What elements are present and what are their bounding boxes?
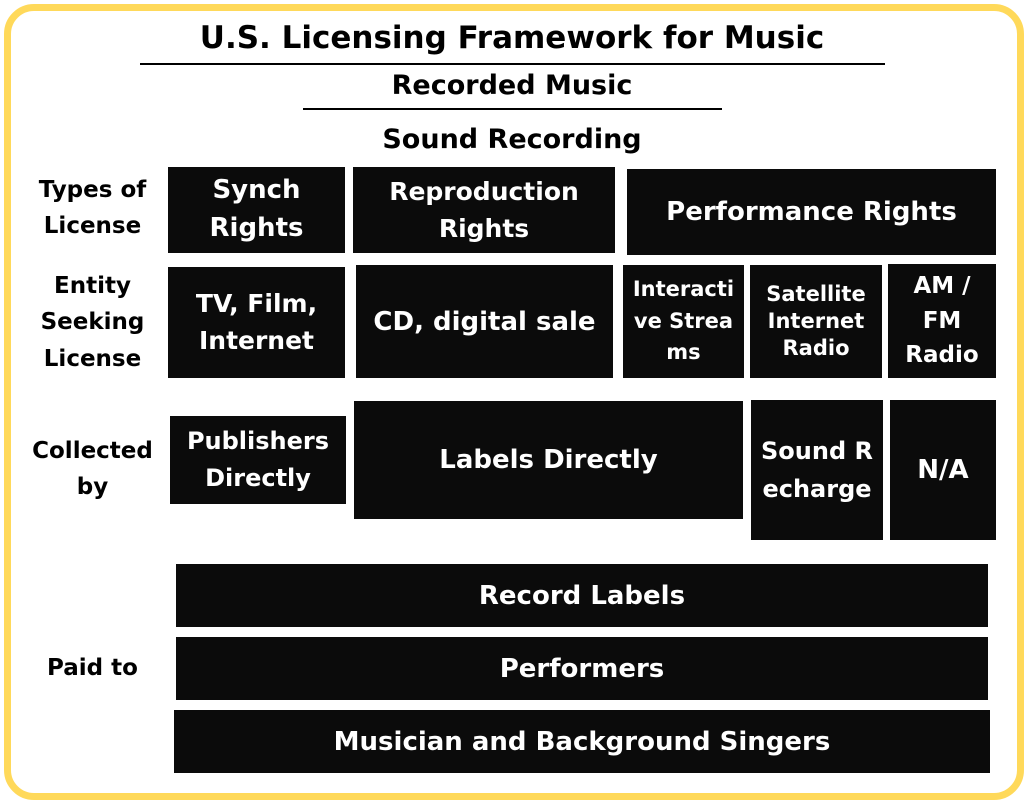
reproduction-rights-box: Reproduction Rights <box>353 167 615 253</box>
musicians-label: Musician and Background Singers <box>333 726 831 757</box>
na-label: N/A <box>917 455 969 485</box>
section-title: Sound Recording <box>382 124 642 155</box>
labels-directly-label: Labels Directly <box>439 445 658 475</box>
record-labels-box: Record Labels <box>176 564 988 627</box>
am-fm-radio-box: AM / FM Radio <box>888 264 996 378</box>
performance-rights-label: Performance Rights <box>666 197 957 227</box>
satellite-internet-radio-box: Satellite Internet Radio <box>750 265 882 378</box>
publishers-directly-label: Publishers Directly <box>186 426 330 492</box>
row-label-types: Types of License <box>38 177 147 240</box>
row-label-collected: Collected by <box>32 438 153 501</box>
musicians-box: Musician and Background Singers <box>174 710 990 773</box>
performers-label: Performers <box>499 653 665 684</box>
sound-recharge-label: Sound Recharge <box>761 436 873 503</box>
subtitle-rule <box>303 108 722 110</box>
main-title: U.S. Licensing Framework for Music <box>199 20 825 56</box>
interactive-streams-label: Interactive Streams <box>632 277 735 365</box>
synch-rights-label: Synch Rights <box>209 175 304 243</box>
performers-box: Performers <box>176 637 988 700</box>
satellite-internet-radio-label: Satellite Internet Radio <box>766 281 866 361</box>
subtitle: Recorded Music <box>391 70 633 101</box>
tv-film-internet-label: TV, Film, Internet <box>195 289 318 355</box>
reproduction-rights-label: Reproduction Rights <box>389 176 579 244</box>
cd-digital-sale-label: CD, digital sale <box>373 306 596 337</box>
publishers-directly-box: Publishers Directly <box>170 416 346 504</box>
sound-recharge-box: Sound Recharge <box>751 400 883 540</box>
tv-film-internet-box: TV, Film, Internet <box>168 267 345 378</box>
am-fm-radio-label: AM / FM Radio <box>905 273 979 369</box>
interactive-streams-box: Interactive Streams <box>623 265 744 378</box>
labels-directly-box: Labels Directly <box>354 401 743 519</box>
record-labels-label: Record Labels <box>478 580 686 611</box>
row-label-paid: Paid to <box>47 655 138 681</box>
na-box: N/A <box>890 400 996 540</box>
cd-digital-sale-box: CD, digital sale <box>356 265 613 378</box>
performance-rights-box: Performance Rights <box>627 169 996 255</box>
row-label-entity: Entity Seeking License <box>40 273 145 372</box>
title-rule <box>140 63 885 65</box>
synch-rights-box: Synch Rights <box>168 167 345 253</box>
